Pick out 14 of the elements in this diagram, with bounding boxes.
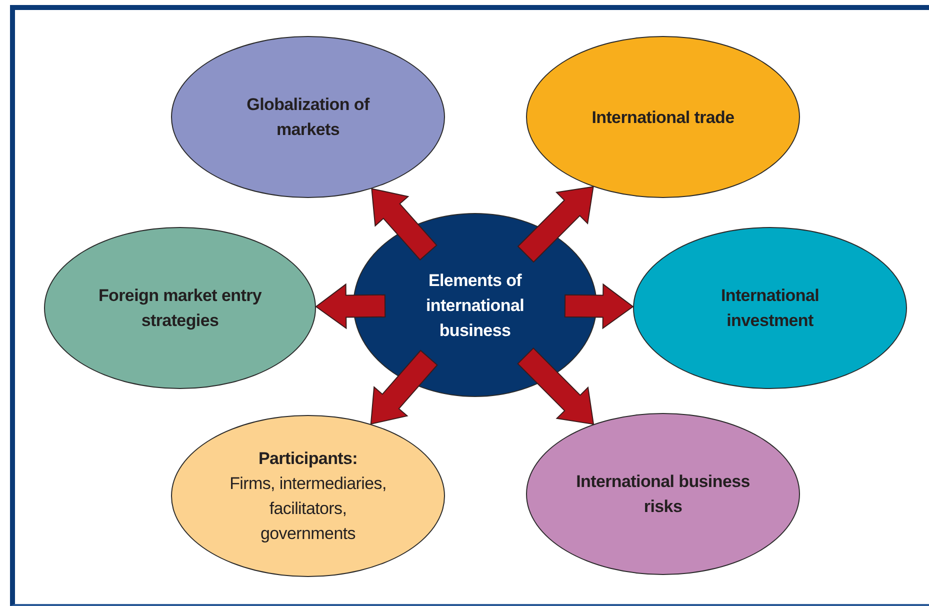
block-arrow — [371, 188, 438, 260]
block-arrow — [517, 348, 594, 425]
node-label: Globalization of markets — [246, 94, 371, 141]
node-label: Foreign market entry strategies — [97, 285, 263, 332]
block-arrow — [315, 283, 386, 330]
node-label: Firms, intermediaries, facilitators, governments — [228, 473, 388, 545]
block-arrow — [370, 350, 438, 425]
node-label: International investment — [720, 285, 820, 332]
node-heading: Participants: — [258, 448, 358, 470]
node-label: Elements of international business — [424, 270, 526, 342]
block-arrow — [564, 283, 634, 330]
node-label: International business risks — [575, 471, 751, 518]
block-arrow — [517, 186, 594, 263]
node-label: International trade — [592, 106, 734, 128]
